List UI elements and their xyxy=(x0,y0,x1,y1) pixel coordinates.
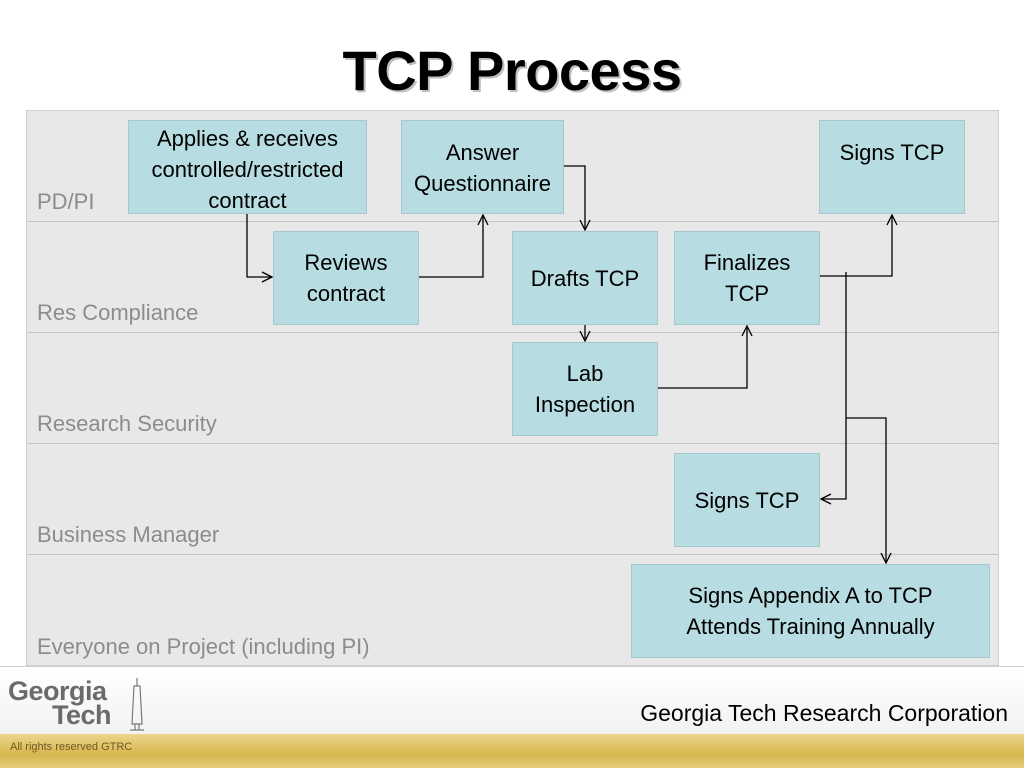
box-reviews-contract: Reviews contract xyxy=(273,231,419,325)
footer-band xyxy=(0,666,1024,734)
rights-notice: All rights reserved GTRC xyxy=(10,741,133,753)
lane-label-pd-pi: PD/PI xyxy=(37,189,95,214)
box-reviews-contract-text: Reviews contract xyxy=(304,250,388,306)
tower-icon xyxy=(130,678,144,731)
box-finalizes-tcp-text: Finalizes TCP xyxy=(703,250,791,306)
box-answer-questionnaire: Answer Questionnaire xyxy=(401,120,564,214)
footer-gold-bar xyxy=(0,734,1024,768)
slide-title: TCP Process xyxy=(342,39,682,102)
lane-label-research-security: Research Security xyxy=(37,411,217,436)
lane-label-business-manager: Business Manager xyxy=(37,522,220,547)
lane-pd-pi: PD/PI xyxy=(27,111,998,222)
box-applies-contract-text: Applies & receives controlled/restricted… xyxy=(151,126,344,213)
box-drafts-tcp: Drafts TCP xyxy=(512,231,658,325)
box-answer-questionnaire-text: Answer Questionnaire xyxy=(414,140,551,196)
box-appendix-training-text: Signs Appendix A to TCP Attends Training… xyxy=(686,583,935,639)
box-signs-tcp-bm-text: Signs TCP xyxy=(694,487,800,513)
logo-line-tech: Tech xyxy=(52,700,112,730)
lane-label-res-compliance: Res Compliance xyxy=(37,300,199,325)
box-appendix-training: Signs Appendix A to TCP Attends Training… xyxy=(631,564,990,658)
box-signs-tcp-pi-text: Signs TCP xyxy=(839,140,945,165)
box-lab-inspection-text: Lab Inspection xyxy=(534,361,636,417)
box-signs-tcp-bm: Signs TCP xyxy=(674,453,820,547)
lane-business-manager: Business Manager xyxy=(27,444,998,555)
lane-everyone: Everyone on Project (including PI) xyxy=(27,555,998,666)
box-finalizes-tcp: Finalizes TCP xyxy=(674,231,820,325)
box-drafts-tcp-text: Drafts TCP xyxy=(530,265,640,291)
box-signs-tcp-pi: Signs TCP xyxy=(819,120,965,214)
organization-name: Georgia Tech Research Corporation xyxy=(640,700,1008,726)
lane-research-security: Research Security xyxy=(27,333,998,444)
logo-line-georgia: Georgia xyxy=(8,676,107,706)
box-applies-contract: Applies & receives controlled/restricted… xyxy=(128,120,367,214)
georgia-tech-logo: Georgia Tech xyxy=(8,676,148,732)
box-lab-inspection: Lab Inspection xyxy=(512,342,658,436)
lane-label-everyone: Everyone on Project (including PI) xyxy=(37,634,370,659)
lane-res-compliance: Res Compliance xyxy=(27,222,998,333)
